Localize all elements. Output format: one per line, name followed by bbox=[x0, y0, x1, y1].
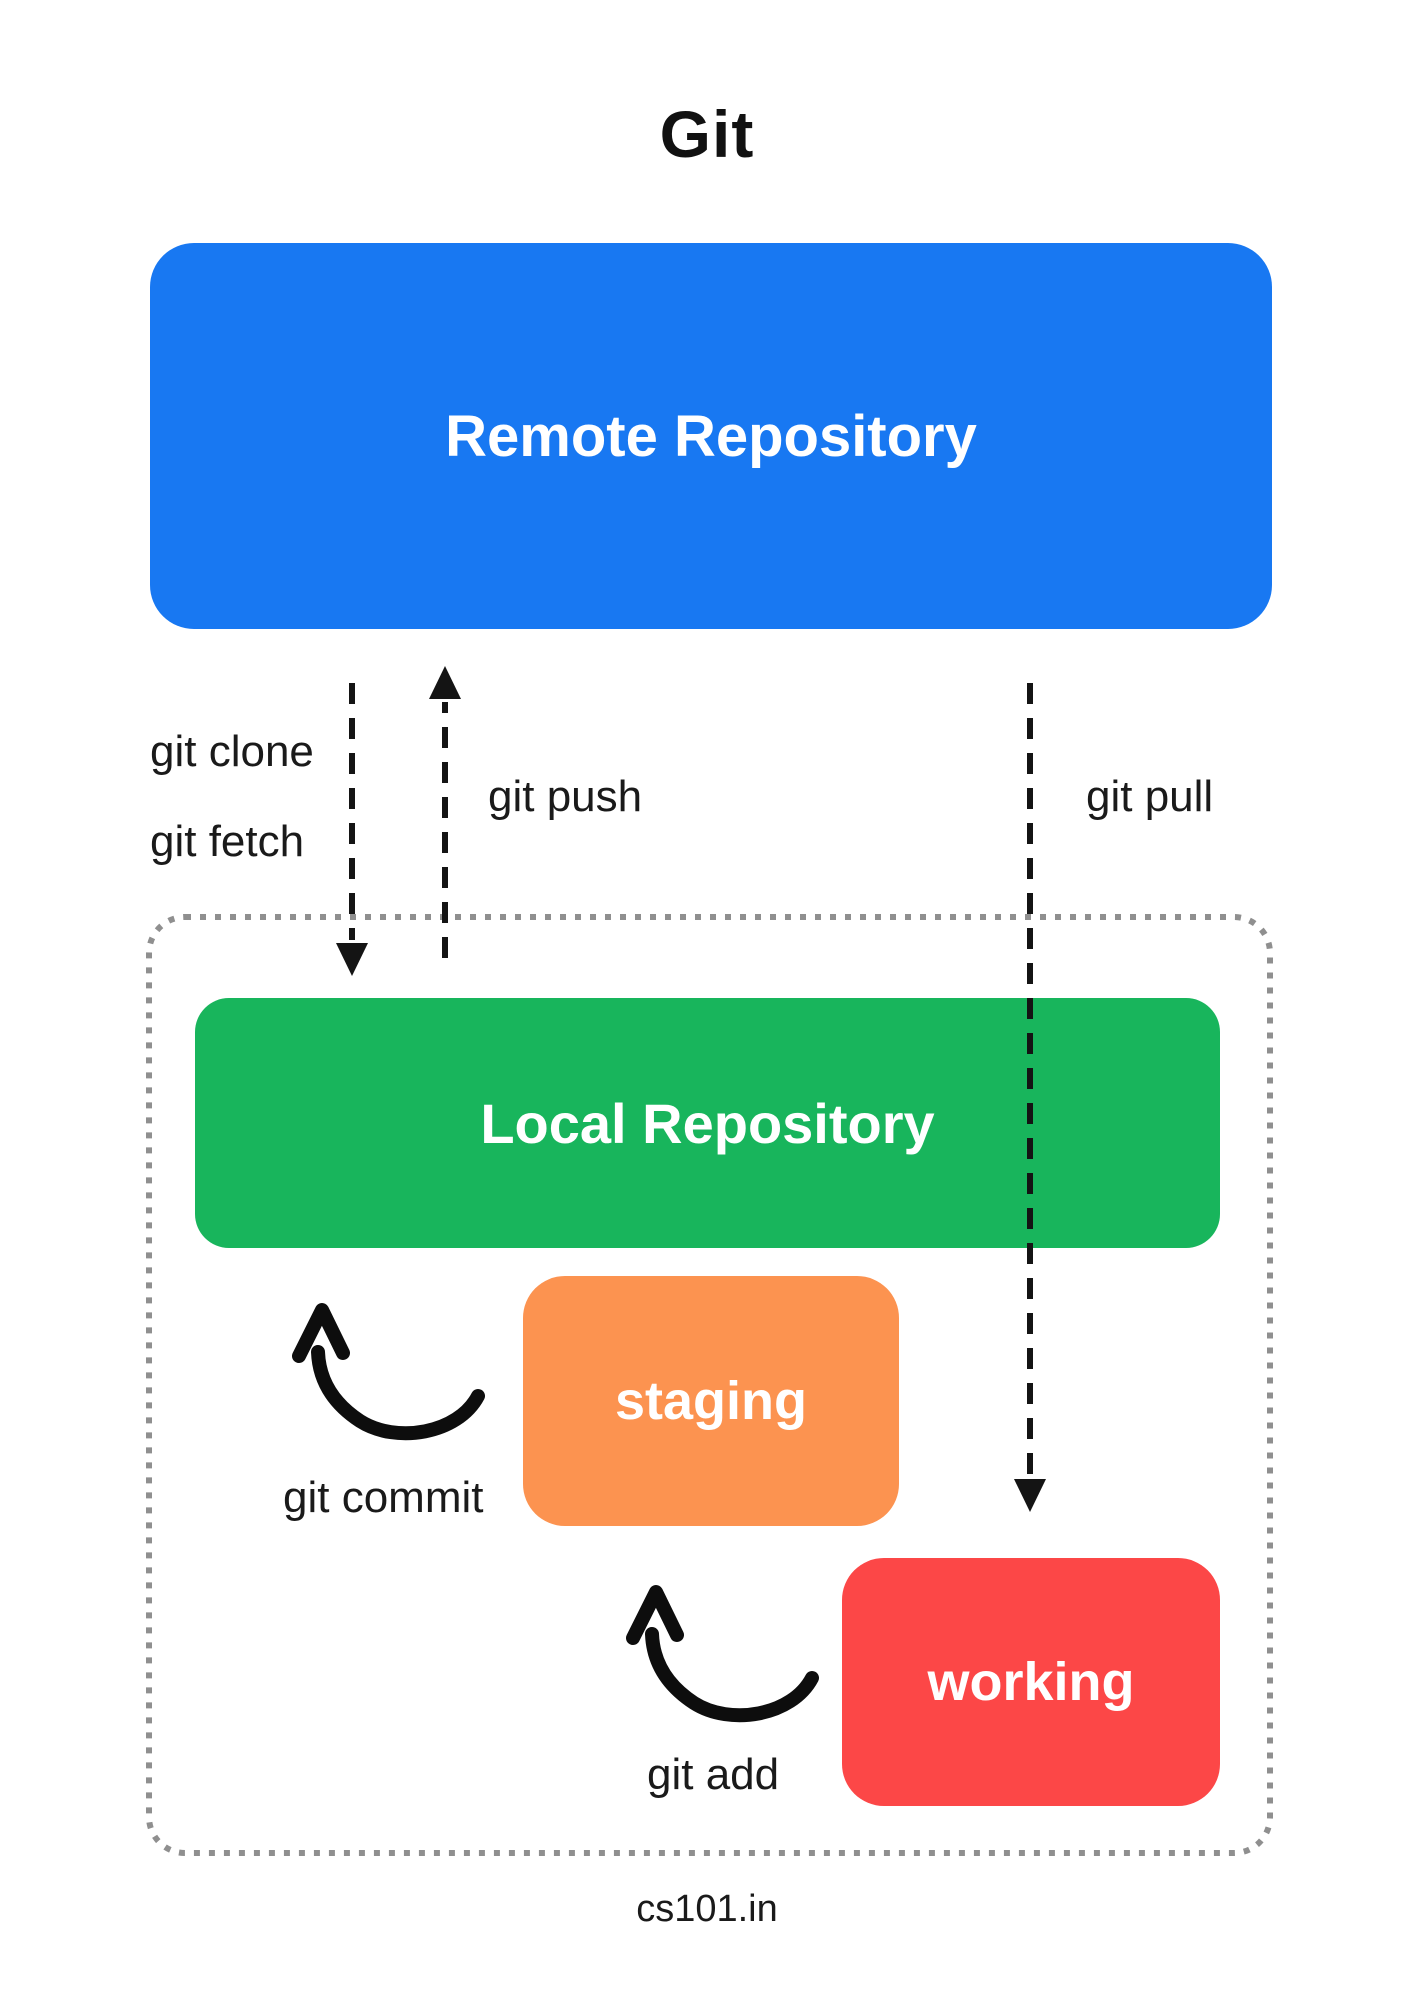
git-add-curved-arrow bbox=[626, 1585, 819, 1723]
staging-label: staging bbox=[614, 1371, 807, 1431]
git-commit-curved-arrow bbox=[292, 1303, 485, 1441]
git-commit-label: git commit bbox=[283, 1473, 484, 1522]
local-repository-box: Local Repository bbox=[195, 998, 1220, 1248]
git-push-label: git push bbox=[488, 772, 643, 821]
local-repository-label: Local Repository bbox=[480, 1091, 935, 1155]
remote-repository-label: Remote Repository bbox=[445, 403, 977, 469]
git-clone-label: git clone bbox=[150, 727, 314, 776]
git-add-label: git add bbox=[647, 1750, 780, 1799]
git-clone-fetch-arrow bbox=[336, 683, 368, 976]
staging-box: staging bbox=[523, 1276, 899, 1526]
remote-repository-box: Remote Repository bbox=[150, 243, 1272, 629]
git-pull-label: git pull bbox=[1086, 772, 1214, 821]
footer-watermark: cs101.in bbox=[636, 1888, 778, 1930]
git-fetch-label: git fetch bbox=[150, 817, 305, 866]
working-box: working bbox=[842, 1558, 1220, 1806]
page-title: Git bbox=[659, 97, 755, 171]
git-push-arrow bbox=[429, 666, 461, 958]
working-label: working bbox=[927, 1652, 1135, 1712]
